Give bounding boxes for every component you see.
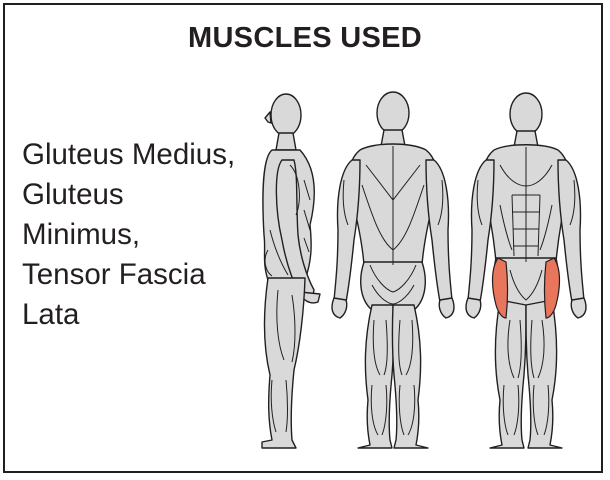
front-view-figure xyxy=(466,93,586,448)
right-tfl-highlight xyxy=(545,258,560,318)
side-view-figure xyxy=(262,94,320,448)
back-view-figure xyxy=(332,92,454,448)
left-tfl-highlight xyxy=(493,258,508,318)
